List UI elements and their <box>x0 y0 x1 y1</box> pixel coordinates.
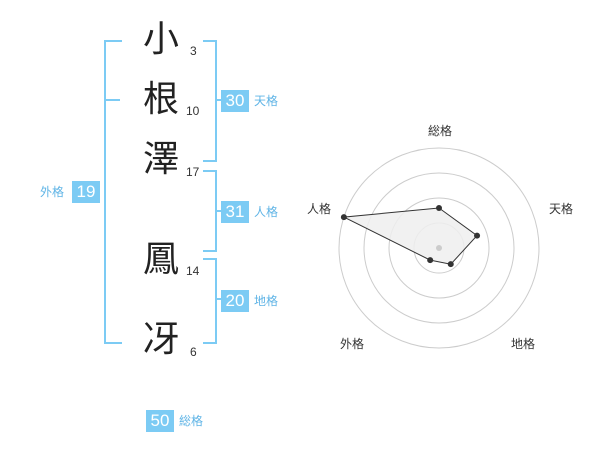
chikaku-bracket <box>203 258 217 344</box>
chikaku-badge: 20 <box>221 290 249 312</box>
radar-point-1 <box>436 205 442 211</box>
stroke-count-3: 17 <box>186 165 200 179</box>
tenkaku-bracket-tick <box>215 99 221 101</box>
radar-point-5 <box>340 214 347 221</box>
radar-point-2 <box>474 232 481 239</box>
chikaku-label: 地格 <box>254 294 279 308</box>
radar-axis-label-tenkaku: 天格 <box>549 202 574 216</box>
char-5: 冴 <box>142 319 179 360</box>
gaikaku-bracket <box>104 40 122 344</box>
stroke-count-5: 6 <box>190 345 197 359</box>
radar-axis-label-gaikaku: 外格 <box>340 337 365 351</box>
radar-center-dot <box>436 245 442 251</box>
stroke-count-1: 3 <box>190 44 197 58</box>
radar-ring <box>338 147 540 349</box>
tenkaku-label: 天格 <box>254 94 279 108</box>
radar-point-4 <box>427 257 434 264</box>
tenkaku-bracket <box>203 40 217 162</box>
jinkaku-label: 人格 <box>254 205 279 219</box>
radar-axis-label-jinkaku: 人格 <box>307 202 332 216</box>
stroke-count-4: 14 <box>186 264 200 278</box>
gaikaku-badge: 19 <box>72 181 100 203</box>
soukaku-badge: 50 <box>146 410 174 432</box>
radar-axis-label-chikaku: 地格 <box>511 337 536 351</box>
jinkaku-bracket-tick <box>215 210 221 212</box>
gaikaku-bracket-tick <box>104 99 120 101</box>
soukaku-label: 総格 <box>179 414 204 428</box>
char-2: 根 <box>142 79 179 120</box>
char-4: 鳳 <box>142 239 179 280</box>
radar-series-polygon <box>342 207 478 265</box>
radar-axis-label-soukaku: 総格 <box>428 124 453 138</box>
chikaku-bracket-tick <box>215 298 221 300</box>
radar-ring <box>363 172 515 324</box>
jinkaku-badge: 31 <box>221 201 249 223</box>
char-1: 小 <box>142 19 179 60</box>
gaikaku-label: 外格 <box>40 185 65 199</box>
tenkaku-badge: 30 <box>221 90 249 112</box>
stroke-count-2: 10 <box>186 104 200 118</box>
radar-ring <box>388 197 490 299</box>
char-3: 澤 <box>142 139 179 180</box>
radar-point-3 <box>447 261 454 268</box>
